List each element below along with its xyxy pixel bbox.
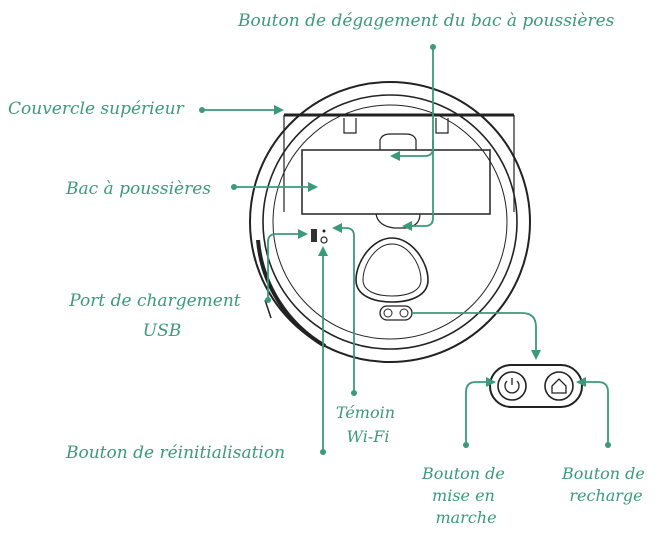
button-panel xyxy=(489,364,583,408)
dust-bin xyxy=(301,149,491,229)
label-dust-bin-release: Bouton de dégagement du bac à poussières xyxy=(237,11,615,31)
top-cover xyxy=(283,113,515,212)
label-usb-port: Port de chargement USB xyxy=(68,291,246,341)
usb-port xyxy=(311,229,317,242)
home-icon[interactable] xyxy=(544,371,574,401)
robot-body xyxy=(249,81,531,363)
label-dust-bin: Bac à poussières xyxy=(65,179,211,199)
label-power-button: Bouton de mise en marche xyxy=(421,464,510,527)
wifi-indicator xyxy=(322,229,326,233)
robot-small-buttons xyxy=(379,305,413,321)
leader-lines xyxy=(199,44,611,455)
reset-pinhole xyxy=(320,236,328,244)
label-reset: Bouton de réinitialisation xyxy=(65,443,285,463)
brush-opening xyxy=(355,237,429,303)
label-top-cover: Couvercle supérieur xyxy=(8,99,185,119)
label-recharge-button: Bouton de recharge xyxy=(561,464,650,505)
power-icon[interactable] xyxy=(497,371,527,401)
label-wifi: Témoin Wi-Fi xyxy=(336,403,400,446)
